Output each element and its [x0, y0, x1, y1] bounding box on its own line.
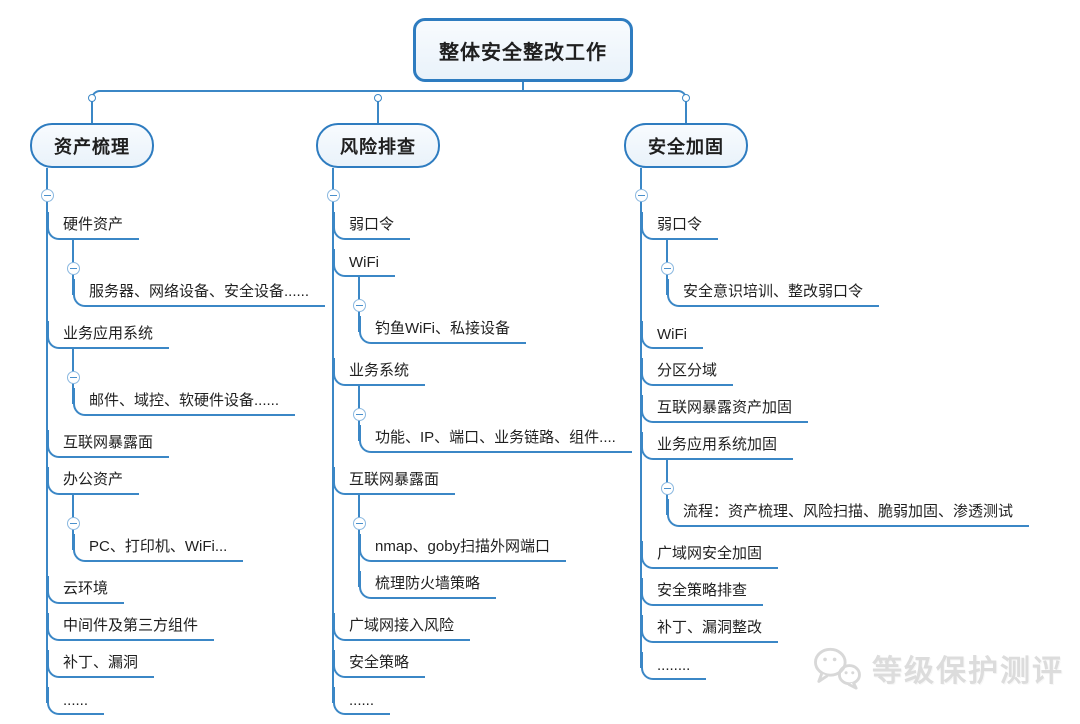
topic-item[interactable]: 安全策略排查	[641, 578, 764, 606]
branch-drop-line	[377, 99, 379, 123]
topic-item[interactable]: 补丁、漏洞	[47, 650, 155, 678]
topic-item[interactable]: 硬件资产	[47, 212, 140, 240]
subtopic-item[interactable]: 功能、IP、端口、业务链路、组件....	[359, 425, 632, 453]
root-connector-stub	[522, 80, 524, 91]
watermark-label: 等级保护测评	[872, 655, 1064, 688]
collapse-icon[interactable]	[41, 189, 54, 202]
junction-dot	[682, 94, 690, 102]
collapse-icon[interactable]	[67, 371, 80, 384]
collapse-icon[interactable]	[353, 408, 366, 421]
subtopic-item[interactable]: 邮件、域控、软硬件设备......	[73, 388, 296, 416]
topic-item[interactable]: 广域网接入风险	[333, 613, 471, 641]
collapse-icon[interactable]	[67, 517, 80, 530]
subtopic-item[interactable]: nmap、goby扫描外网端口	[359, 534, 567, 562]
collapse-icon[interactable]	[635, 189, 648, 202]
branch-node[interactable]: 资产梳理	[30, 123, 154, 168]
branch-drop-line	[91, 99, 93, 123]
topic-item[interactable]: 办公资产	[47, 467, 140, 495]
topic-item[interactable]: 业务应用系统	[47, 321, 170, 349]
topic-item[interactable]: 分区分域	[641, 358, 734, 386]
branch-node[interactable]: 安全加固	[624, 123, 748, 168]
subtopic-item[interactable]: 安全意识培训、整改弱口令	[667, 279, 880, 307]
root-label: 整体安全整改工作	[439, 41, 607, 64]
junction-dot	[374, 94, 382, 102]
collapse-icon[interactable]	[661, 482, 674, 495]
subtopic-item[interactable]: 钓鱼WiFi、私接设备	[359, 316, 526, 344]
topic-item[interactable]: 广域网安全加固	[641, 541, 779, 569]
topic-item[interactable]: WiFi	[641, 321, 703, 349]
collapse-icon[interactable]	[67, 262, 80, 275]
topic-item[interactable]: ........	[641, 652, 707, 680]
branch-node[interactable]: 风险排查	[316, 123, 440, 168]
branch-trunk-line	[640, 168, 642, 668]
subtopic-item[interactable]: 流程：资产梳理、风险扫描、脆弱加固、渗透测试	[667, 499, 1030, 527]
root-node[interactable]: 整体安全整改工作	[413, 18, 633, 82]
topic-item[interactable]: 互联网暴露面	[47, 430, 170, 458]
subtopic-item[interactable]: 梳理防火墙策略	[359, 571, 497, 599]
topic-item[interactable]: 补丁、漏洞整改	[641, 615, 779, 643]
branch-bus-line	[91, 90, 687, 100]
subtopic-item[interactable]: PC、打印机、WiFi...	[73, 534, 244, 562]
topic-item[interactable]: 云环境	[47, 576, 125, 604]
topic-item[interactable]: 互联网暴露资产加固	[641, 395, 809, 423]
topic-item[interactable]: 互联网暴露面	[333, 467, 456, 495]
collapse-icon[interactable]	[353, 517, 366, 530]
topic-item[interactable]: 中间件及第三方组件	[47, 613, 215, 641]
junction-dot	[88, 94, 96, 102]
collapse-icon[interactable]	[327, 189, 340, 202]
topic-item[interactable]: ......	[47, 687, 105, 715]
topic-item[interactable]: 弱口令	[333, 212, 411, 240]
branch-trunk-line	[332, 168, 334, 703]
collapse-icon[interactable]	[353, 299, 366, 312]
topic-item[interactable]: 弱口令	[641, 212, 719, 240]
wechat-icon	[812, 646, 862, 690]
topic-item[interactable]: ......	[333, 687, 391, 715]
topic-item[interactable]: 业务系统	[333, 358, 426, 386]
topic-item[interactable]: WiFi	[333, 249, 395, 277]
collapse-icon[interactable]	[661, 262, 674, 275]
topic-item[interactable]: 业务应用系统加固	[641, 432, 794, 460]
subtopic-item[interactable]: 服务器、网络设备、安全设备......	[73, 279, 326, 307]
topic-item[interactable]: 安全策略	[333, 650, 426, 678]
watermark: 等级保护测评	[812, 646, 1064, 690]
branch-drop-line	[685, 99, 687, 123]
